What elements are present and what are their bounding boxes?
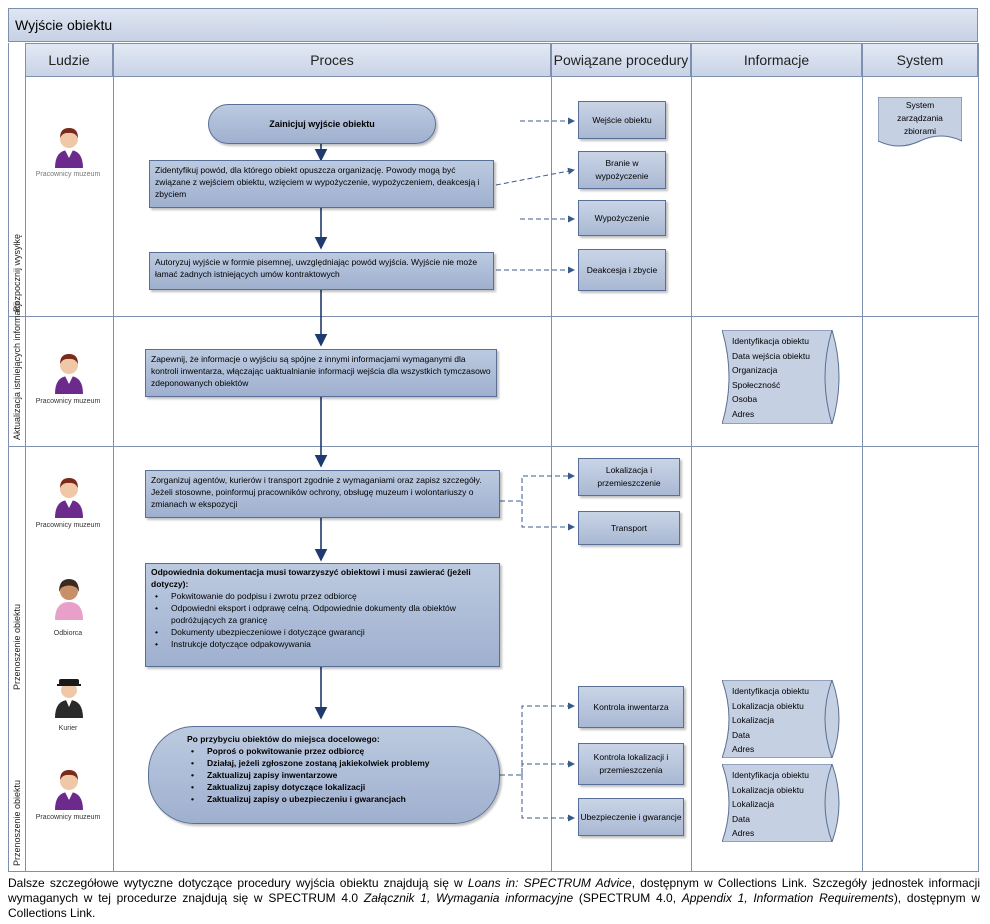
info-item: Społeczność: [732, 379, 781, 390]
documentation-title: Odpowiednia dokumentacja musi towarzyszy…: [151, 567, 471, 589]
procedure-transport: Transport: [578, 511, 680, 545]
column-header-procedures: Powiązane procedury: [551, 43, 691, 77]
procedure-insurance: Ubezpieczenie i gwarancje: [578, 798, 684, 836]
arrival-title: Po przybyciu obiektów do miejsca docelow…: [187, 734, 380, 744]
role-label: Pracownicy muzeum: [35, 814, 101, 821]
caption-text: Dalsze szczegółowe wytyczne dotyczące pr…: [8, 876, 468, 890]
info-item: Lokalizacja: [732, 799, 775, 809]
arrival-terminator: Po przybyciu obiektów do miejsca docelow…: [148, 726, 500, 824]
documentation-item: Odpowiedni eksport i odprawę celną. Odpo…: [151, 602, 494, 626]
start-process-terminator: Zainicjuj wyjście obiektu: [208, 104, 436, 144]
caption-text: , dostępnym w Collections Link. Szczegół…: [8, 876, 981, 905]
document-icon: [878, 97, 962, 147]
column-header-process: Proces: [113, 43, 551, 77]
diagram-title-bar: Wyjście obiektu: [8, 8, 978, 42]
information-store-3: Identyfikacja obiektu Lokalizacja obiekt…: [722, 764, 848, 842]
info-item: Adres: [732, 828, 755, 838]
column-header-system: System: [862, 43, 978, 77]
grid-line: [8, 43, 9, 871]
authorize-exit-box: Autoryzuj wyjście w formie pisemnej, uwz…: [149, 252, 494, 290]
info-item: Data wejścia obiektu: [732, 350, 810, 361]
info-item: Adres: [732, 408, 755, 419]
information-store-1: Identyfikacja obiektu Data wejścia obiek…: [722, 330, 848, 424]
procedure-location-control: Kontrola lokalizacji i przemieszczenia: [578, 743, 684, 785]
documentation-box: Odpowiednia dokumentacja musi towarzyszy…: [145, 563, 500, 667]
staff-person-icon: [55, 354, 83, 394]
grid-line: [551, 77, 552, 871]
ensure-consistency-box: Zapewnij, że informacje o wyjściu są spó…: [145, 349, 497, 397]
lane-divider: [8, 446, 979, 447]
staff-person-icon: [55, 770, 83, 810]
courier-person-icon: [55, 679, 83, 718]
documentation-item: Instrukcje dotyczące odpakowywania: [151, 638, 494, 650]
info-item: Adres: [732, 744, 755, 754]
information-store-2: Identyfikacja obiektu Lokalizacja obiekt…: [722, 680, 848, 758]
data-store-icon: [722, 764, 840, 842]
system-document-label: System zarządzania zbiorami: [897, 100, 943, 136]
column-header-information: Informacje: [691, 43, 862, 77]
grid-line: [978, 43, 979, 871]
caption-italic: Załącznik 1, Wymagania informacyjne: [363, 891, 574, 905]
procedure-loans-out: Wypożyczenie: [578, 200, 666, 236]
procedure-inventory-control: Kontrola inwentarza: [578, 686, 684, 728]
organize-transport-box: Zorganizuj agentów, kurierów i transport…: [145, 470, 500, 518]
lane-divider: [8, 871, 979, 872]
system-document: System zarządzania zbiorami: [878, 97, 962, 149]
role-label: Pracownicy muzeum: [35, 171, 101, 178]
info-item: Identyfikacja obiektu: [732, 686, 810, 696]
role-label: Pracownicy muzeum: [35, 522, 101, 529]
arrival-item: Zaktualizuj zapisy o ubezpieczeniu i gwa…: [187, 793, 485, 805]
arrival-item: Poproś o pokwitowanie przez odbiorcę: [187, 745, 485, 757]
data-store-icon: [722, 680, 840, 758]
grid-line: [113, 77, 114, 871]
role-label: Odbiorca: [53, 630, 83, 637]
info-item: Lokalizacja obiektu: [732, 700, 804, 711]
role-label: Kurier: [58, 725, 78, 732]
caption-italic: Loans in: SPECTRUM Advice: [467, 876, 632, 890]
info-item: Lokalizacja obiektu: [732, 784, 804, 795]
procedure-object-entry: Wejście obiektu: [578, 101, 666, 139]
info-item: Identyfikacja obiektu: [732, 336, 810, 346]
arrival-item: Zaktualizuj zapisy dotyczące lokalizacji: [187, 781, 485, 793]
grid-line: [25, 43, 26, 871]
role-label: Pracownicy muzeum: [35, 398, 101, 405]
procedure-loans-in: Branie w wypożyczenie: [578, 151, 666, 189]
documentation-item: Pokwitowanie do podpisu i zwrotu przez o…: [151, 590, 494, 602]
info-item: Data: [732, 729, 750, 740]
procedure-location-movement: Lokalizacja i przemieszczenie: [578, 458, 680, 496]
info-item: Identyfikacja obiektu: [732, 770, 810, 780]
grid-line: [691, 77, 692, 871]
procedure-deaccession: Deakcesja i zbycie: [578, 249, 666, 291]
info-item: Organizacja: [732, 365, 778, 375]
staff-person-icon: [55, 128, 83, 168]
info-item: Lokalizacja: [732, 715, 775, 725]
info-item: Data: [732, 813, 750, 824]
recipient-person-icon: [55, 579, 83, 620]
footnote-caption: Dalsze szczegółowe wytyczne dotyczące pr…: [8, 876, 980, 921]
info-item: Osoba: [732, 394, 758, 404]
grid-line: [862, 77, 863, 871]
lane-divider: [8, 316, 979, 317]
caption-italic: Appendix 1, Information Requirements: [681, 891, 894, 905]
diagram-title: Wyjście obiektu: [15, 17, 113, 33]
arrival-item: Zaktualizuj zapisy inwentarzowe: [187, 769, 485, 781]
arrival-item: Działaj, jeżeli zgłoszone zostaną jakiek…: [187, 757, 485, 769]
caption-text: ), dostępnym w Collections Link.: [8, 891, 981, 920]
data-store-icon: [722, 330, 840, 424]
documentation-item: Dokumenty ubezpieczeniowe i dotyczące gw…: [151, 626, 494, 638]
caption-text: (SPECTRUM 4.0,: [573, 891, 682, 905]
staff-person-icon: [55, 478, 83, 518]
identify-reason-box: Zidentyfikuj powód, dla którego obiekt o…: [149, 160, 494, 208]
